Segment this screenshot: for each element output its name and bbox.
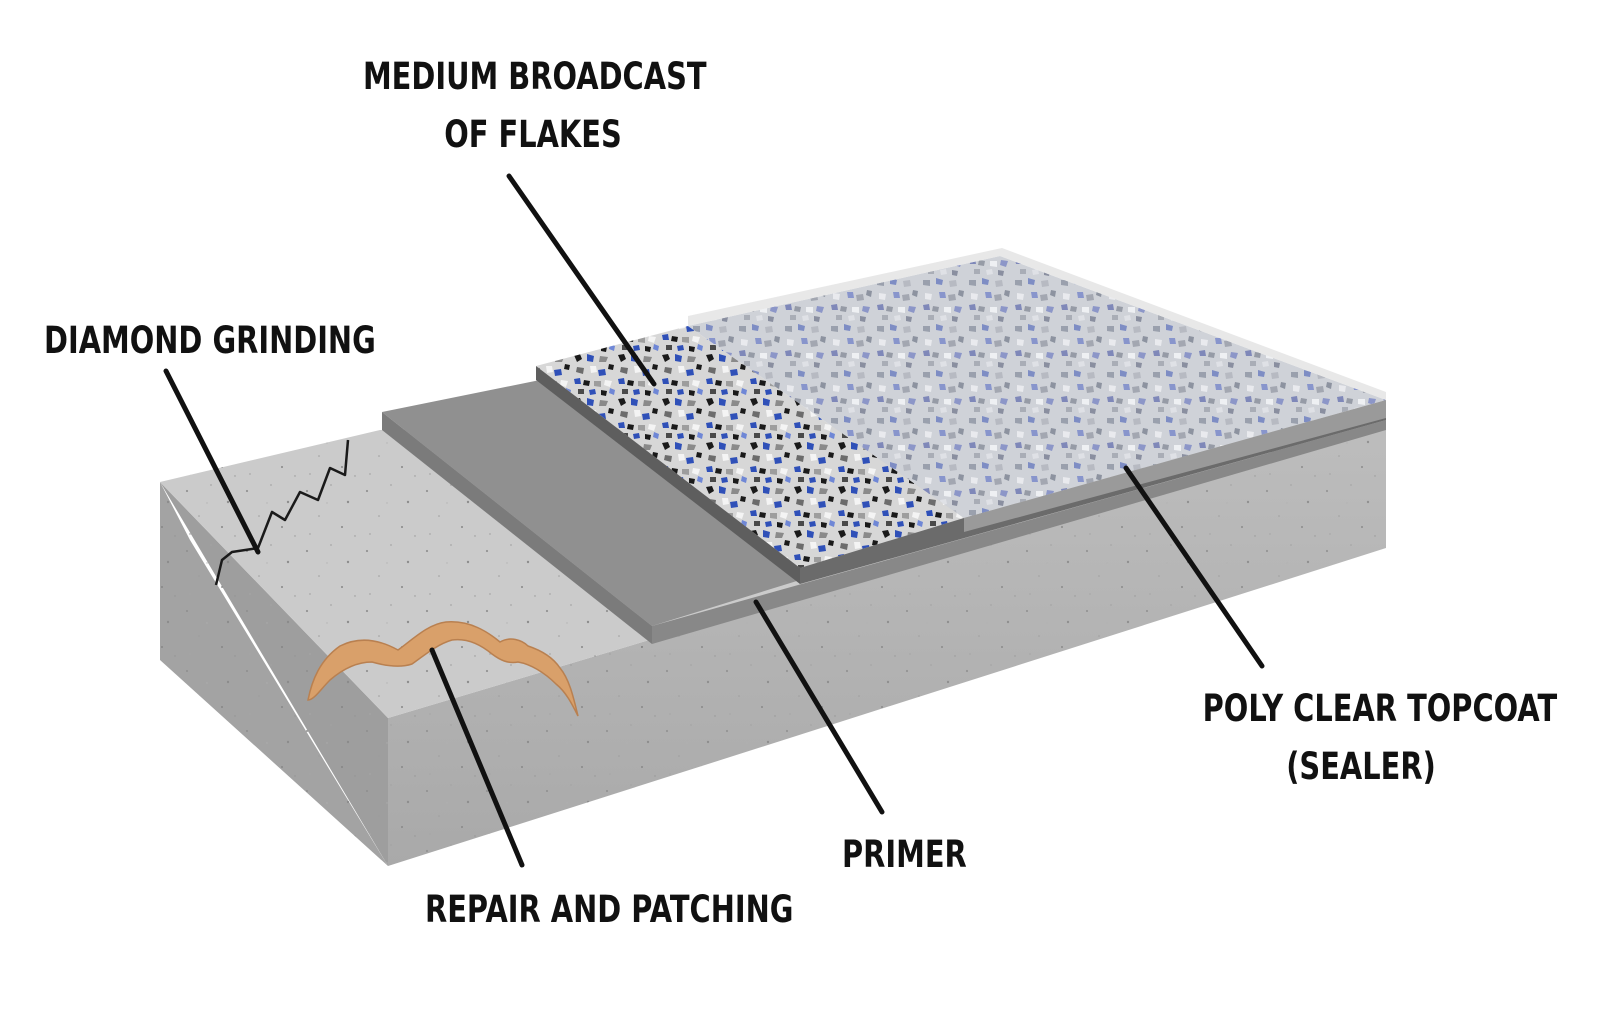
label-poly-clear-topcoat-line-2: (SEALER) [1286, 745, 1436, 788]
repair-patch [307, 621, 579, 717]
leader-primer [753, 599, 885, 815]
leader-medium-broadcast [506, 173, 657, 387]
flake-layer-top [536, 326, 964, 568]
label-repair-patching: REPAIR AND PATCHING [425, 888, 794, 931]
label-primer: PRIMER [842, 833, 967, 876]
leader-poly-clear-topcoat [1123, 465, 1265, 669]
label-medium-broadcast-line-1: MEDIUM BROADCAST [362, 55, 707, 98]
leader-repair-patching [429, 647, 525, 868]
grinding-crack [214, 439, 350, 586]
label-diamond-grinding: DIAMOND GRINDING [44, 319, 376, 362]
primer-edge [382, 412, 652, 644]
leader-diamond-grinding [163, 368, 261, 555]
topcoat-sheen [688, 248, 1386, 400]
primer-top [382, 380, 800, 626]
label-poly-clear-topcoat-line-1: POLY CLEAR TOPCOAT [1202, 687, 1558, 730]
topcoat-flakes [688, 256, 1386, 518]
label-medium-broadcast-line-2: OF FLAKES [444, 113, 622, 156]
label-poly-clear-topcoat: POLY CLEAR TOPCOAT (SEALER) [1202, 680, 1558, 796]
label-medium-broadcast: MEDIUM BROADCAST OF FLAKES [362, 48, 707, 164]
